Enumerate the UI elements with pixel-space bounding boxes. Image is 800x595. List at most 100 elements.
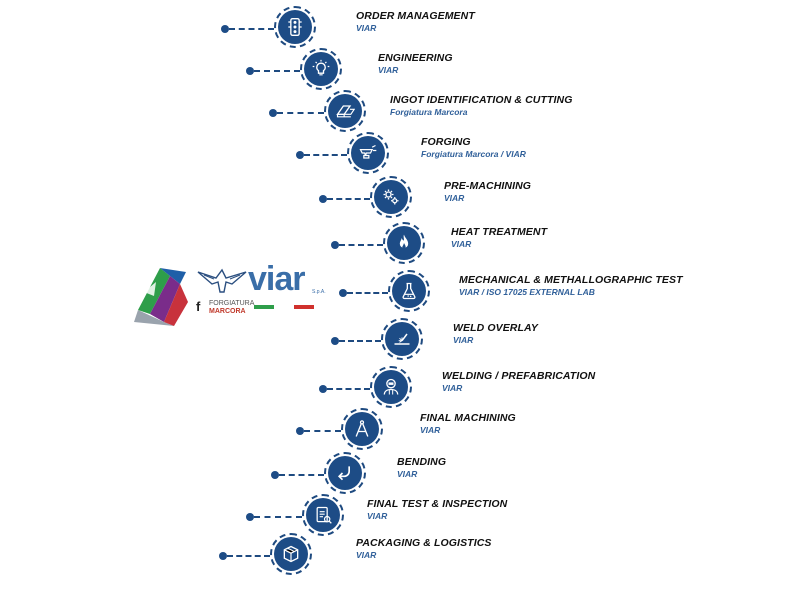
eagle-emblem-icon <box>197 268 247 293</box>
flag-green-band <box>254 305 274 309</box>
step-connector-line <box>327 198 370 200</box>
step-dot <box>331 337 339 345</box>
step-provider: VIAR <box>420 425 441 435</box>
welder-icon <box>374 370 408 404</box>
step-title: WELDING / PREFABRICATION <box>442 370 596 382</box>
ingot-icon <box>328 94 362 128</box>
partner-monogram: f <box>196 299 201 314</box>
step-connector-line <box>229 28 274 30</box>
step-dot <box>246 67 254 75</box>
flag-red-band <box>294 305 314 309</box>
box-icon <box>274 537 308 571</box>
step-connector-line <box>277 112 324 114</box>
step-title: ORDER MANAGEMENT <box>356 10 475 22</box>
step-connector-line <box>304 430 341 432</box>
weld-spark-icon <box>385 322 419 356</box>
step-provider: VIAR <box>356 550 377 560</box>
step-title: FORGING <box>421 136 471 148</box>
step-dot <box>221 25 229 33</box>
step-connector-line <box>304 154 347 156</box>
italian-flag-stripe <box>254 305 314 309</box>
step-provider: VIAR <box>444 193 465 203</box>
gears-icon <box>374 180 408 214</box>
step-title: FINAL MACHINING <box>420 412 516 424</box>
anvil-icon <box>351 136 385 170</box>
step-title: FINAL TEST & INSPECTION <box>367 498 508 510</box>
flask-icon <box>392 274 426 308</box>
compass-icon <box>345 412 379 446</box>
step-connector-line <box>347 292 388 294</box>
step-connector-line <box>227 555 270 557</box>
step-dot <box>219 552 227 560</box>
step-title: PRE-MACHINING <box>444 180 532 192</box>
step-provider: Forgiatura Marcora / VIAR <box>421 149 526 159</box>
step-dot <box>339 289 347 297</box>
step-provider: VIAR <box>378 65 399 75</box>
step-connector-line <box>279 474 324 476</box>
step-connector-line <box>254 70 300 72</box>
step-connector-line <box>254 516 302 518</box>
step-dot <box>246 513 254 521</box>
flag-white-band <box>274 305 294 309</box>
step-title: WELD OVERLAY <box>453 322 539 334</box>
group-logo-mark <box>134 268 188 326</box>
step-provider: VIAR <box>453 335 474 345</box>
lightbulb-icon <box>304 52 338 86</box>
step-title: MECHANICAL & METHALLOGRAPHIC TEST <box>459 274 683 286</box>
bend-arrow-icon <box>328 456 362 490</box>
step-provider: Forgiatura Marcora <box>390 107 468 117</box>
step-dot <box>296 151 304 159</box>
step-title: ENGINEERING <box>378 52 453 64</box>
step-provider: VIAR <box>397 469 418 479</box>
brand-name: viar <box>248 260 305 298</box>
step-provider: VIAR <box>367 511 388 521</box>
company-logo: viar S.p.A. f FORGIATURA MARCORA <box>130 260 326 334</box>
partner-name-line2: MARCORA <box>209 308 246 315</box>
step-title: HEAT TREATMENT <box>451 226 548 238</box>
step-connector-line <box>339 244 383 246</box>
step-provider: VIAR <box>442 383 463 393</box>
checklist-icon <box>306 498 340 532</box>
step-provider: VIAR <box>356 23 377 33</box>
step-dot <box>319 385 327 393</box>
flame-icon <box>387 226 421 260</box>
step-connector-line <box>327 388 370 390</box>
step-title: PACKAGING & LOGISTICS <box>356 537 492 549</box>
partner-name: FORGIATURA MARCORA <box>209 300 254 316</box>
step-dot <box>269 109 277 117</box>
step-provider: VIAR <box>451 239 472 249</box>
traffic-light-icon <box>278 10 312 44</box>
step-dot <box>319 195 327 203</box>
brand-suffix: S.p.A. <box>312 289 326 295</box>
step-provider: VIAR / ISO 17025 EXTERNAL LAB <box>459 287 595 297</box>
step-connector-line <box>339 340 381 342</box>
step-title: BENDING <box>397 456 447 468</box>
step-title: INGOT IDENTIFICATION & CUTTING <box>390 94 573 106</box>
